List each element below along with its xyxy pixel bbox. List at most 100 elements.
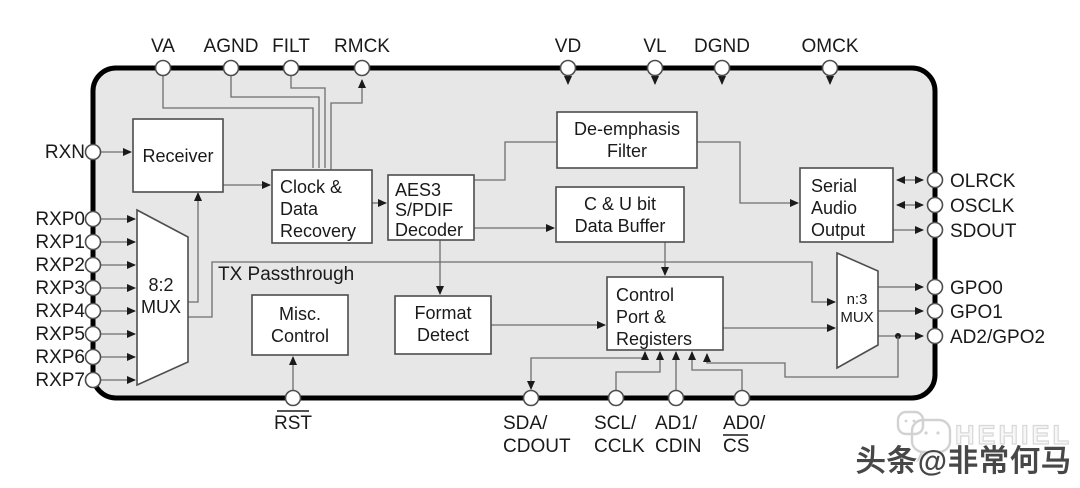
block-control-port-registers: Control Port & Registers <box>606 276 724 351</box>
pin-label-sda: SDA/ <box>503 413 548 434</box>
pin-rxp2 <box>84 256 102 274</box>
svg-text:MUX: MUX <box>840 309 873 326</box>
wires-internal <box>188 141 836 391</box>
pin-osclk <box>926 196 944 214</box>
pin-circles <box>84 59 944 407</box>
block-format-label: Format <box>414 303 471 323</box>
svg-text:Output: Output <box>811 220 865 240</box>
pin-labels-left: RXN RXP0 RXP1 RXP2 RXP3 RXP4 RXP5 RXP6 R… <box>35 142 85 391</box>
svg-text:Decoder: Decoder <box>395 220 463 240</box>
svg-text:S/PDIF: S/PDIF <box>395 200 453 220</box>
pin-label-vd: VD <box>555 36 581 57</box>
pin-label-scl: SCL/ <box>594 413 637 434</box>
pin-rxp1 <box>84 233 102 251</box>
pin-rxp5 <box>84 325 102 343</box>
pin-rxn <box>84 143 102 161</box>
watermark-ghost-text: HEHIEL <box>955 420 1072 450</box>
pin-rxp6 <box>84 348 102 366</box>
wires-left-pins <box>100 148 136 384</box>
pin-label-ad2-gpo2: AD2/GPO2 <box>950 327 1045 348</box>
pin-va <box>154 59 172 77</box>
pin-label-ad0: AD0/ <box>723 413 766 434</box>
pin-sdout <box>926 221 944 239</box>
pin-filt <box>282 59 300 77</box>
pin-label-gpo1: GPO1 <box>950 302 1003 323</box>
svg-text:MUX: MUX <box>141 297 181 317</box>
pin-label-vl: VL <box>643 36 666 57</box>
pin-rxp4 <box>84 302 102 320</box>
block-receiver: Receiver <box>132 118 224 193</box>
pin-label-omck: OMCK <box>802 36 859 57</box>
pin-label-rxp5: RXP5 <box>35 324 85 345</box>
pin-rmck <box>353 59 371 77</box>
block-cubuf-label: C & U bit <box>584 194 656 214</box>
watermark: HEHIEL 头条@非常何马 <box>855 410 1072 478</box>
pin-label-osclk: OSCLK <box>950 196 1015 217</box>
pin-label-ad1: AD1/ <box>655 413 698 434</box>
block-misc-control: Misc. Control <box>251 294 349 356</box>
block-cdr-label: Clock & <box>280 177 342 197</box>
pin-label-agnd: AGND <box>204 36 259 57</box>
block-misc-label: Misc. <box>279 304 321 324</box>
pin-label-cdout: CDOUT <box>503 436 571 457</box>
pin-label-rxn: RXN <box>45 142 85 163</box>
block-sao-label: Serial <box>811 176 857 196</box>
pin-label-cclk: CCLK <box>594 436 645 457</box>
pin-scl-cclk <box>607 389 625 407</box>
svg-text:Recovery: Recovery <box>280 221 356 241</box>
pin-label-dgnd: DGND <box>694 36 750 57</box>
pin-labels-top: VA AGND FILT RMCK VD VL DGND OMCK <box>151 36 859 57</box>
wires-top-pins <box>162 75 834 170</box>
block-cu-bit-data-buffer: C & U bit Data Buffer <box>555 186 685 243</box>
pin-gpo1 <box>926 302 944 320</box>
pin-label-rxp7: RXP7 <box>35 370 85 391</box>
block-deemphasis-filter: De-emphasis Filter <box>556 111 698 169</box>
pin-sda-cdout <box>522 389 540 407</box>
pin-label-gpo0: GPO0 <box>950 278 1003 299</box>
svg-text:Audio: Audio <box>811 198 857 218</box>
pin-ad0-cs <box>733 389 751 407</box>
watermark-main-text: 头条@非常何马 <box>856 445 1072 478</box>
block-8to2-mux: 8:2 MUX <box>136 208 189 387</box>
block-clock-data-recovery: Clock & Data Recovery <box>271 169 373 244</box>
block-format-detect: Format Detect <box>394 295 492 355</box>
svg-text:Port &: Port & <box>616 307 666 327</box>
pin-vl <box>646 59 664 77</box>
pin-vd <box>559 59 577 77</box>
chat-bubbles-icon <box>896 410 952 463</box>
pin-rxp7 <box>84 371 102 389</box>
pin-label-sdout: SDOUT <box>950 221 1017 242</box>
pin-ad1-cdin <box>667 389 685 407</box>
pin-label-cdin: CDIN <box>655 436 701 457</box>
pin-olrck <box>926 171 944 189</box>
pin-labels-bottom: RST SDA/ CDOUT SCL/ CCLK AD1/ CDIN AD0/ … <box>274 410 766 457</box>
block-nto3-mux-label: n:3 <box>847 291 868 308</box>
pin-rst <box>284 389 302 407</box>
pin-label-cs: CS <box>723 436 749 457</box>
svg-text:Detect: Detect <box>417 325 469 345</box>
wires-bottom-pins <box>527 351 743 391</box>
pin-label-rxp0: RXP0 <box>35 209 85 230</box>
block-8to2-mux-label: 8:2 <box>148 275 173 295</box>
svg-text:Filter: Filter <box>607 141 647 161</box>
pin-ad2-gpo2 <box>926 327 944 345</box>
block-nto3-mux: n:3 MUX <box>836 251 879 370</box>
pin-label-rxp2: RXP2 <box>35 255 85 276</box>
pin-omck <box>821 59 839 77</box>
pin-dgnd <box>713 59 731 77</box>
svg-text:Data Buffer: Data Buffer <box>575 216 666 236</box>
wires-right-pins <box>703 176 924 378</box>
pin-label-rxp3: RXP3 <box>35 278 85 299</box>
block-aes3-spdif-decoder: AES3 S/PDIF Decoder <box>387 174 475 241</box>
svg-text:Data: Data <box>280 199 319 219</box>
pin-label-rmck: RMCK <box>334 36 390 57</box>
pin-label-olrck: OLRCK <box>950 171 1016 192</box>
pin-label-filt: FILT <box>272 36 310 57</box>
pin-label-rxp4: RXP4 <box>35 301 85 322</box>
svg-text:Control: Control <box>271 326 329 346</box>
pin-agnd <box>222 59 240 77</box>
block-deemph-label: De-emphasis <box>574 119 680 139</box>
tx-passthrough-label: TX Passthrough <box>218 264 354 285</box>
pin-label-va: VA <box>151 36 175 57</box>
